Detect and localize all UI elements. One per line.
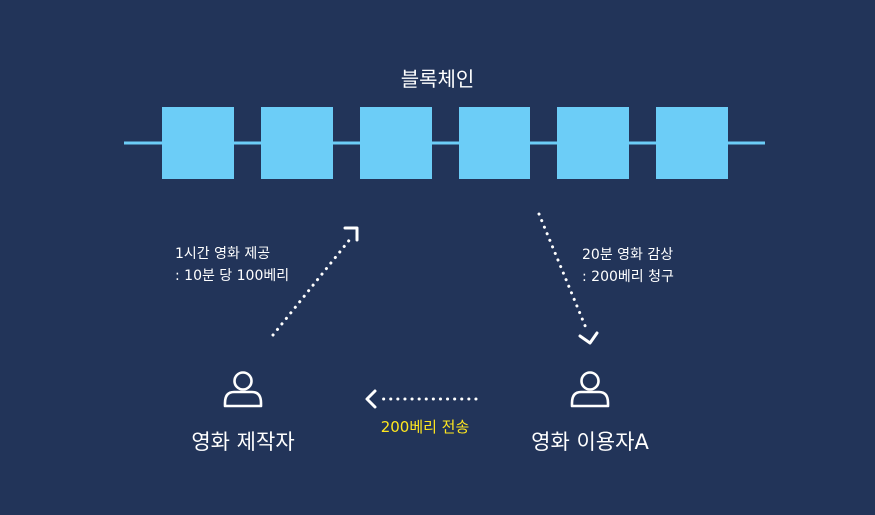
- block-chain: [162, 107, 728, 179]
- viewer-label: 영화 이용자A: [531, 430, 649, 454]
- viewer-note-line-2: : 200베리 청구: [582, 269, 674, 285]
- viewer-to-producer-arrow: [365, 389, 478, 409]
- chain-block-3: [360, 107, 432, 179]
- viewer-note-line-1: 20분 영화 감상: [582, 247, 674, 263]
- arrow-left-icon: [365, 389, 377, 409]
- arrow-down-right-icon: [578, 331, 599, 345]
- viewer-note: 20분 영화 감상 : 200베리 청구: [582, 244, 674, 288]
- chain-block-5: [557, 107, 629, 179]
- chain-to-viewer-arrow: [537, 212, 599, 345]
- transfer-label: 200베리 전송: [380, 418, 470, 436]
- blockchain-title: 블록체인: [400, 67, 475, 91]
- viewer-person-icon: [570, 371, 610, 408]
- chain-block-2: [261, 107, 333, 179]
- chain-block-1: [162, 107, 234, 179]
- producer-note-line-1: 1시간 영화 제공: [175, 246, 271, 262]
- producer-to-chain-arrow: [271, 226, 359, 337]
- producer-note: 1시간 영화 제공 : 10분 당 100베리: [175, 243, 289, 287]
- producer-label: 영화 제작자: [191, 430, 295, 454]
- producer-person-icon: [223, 371, 263, 408]
- arrow-up-right-icon: [343, 226, 359, 242]
- chain-block-6: [656, 107, 728, 179]
- chain-block-4: [459, 107, 530, 179]
- producer-note-line-2: : 10분 당 100베리: [175, 268, 290, 284]
